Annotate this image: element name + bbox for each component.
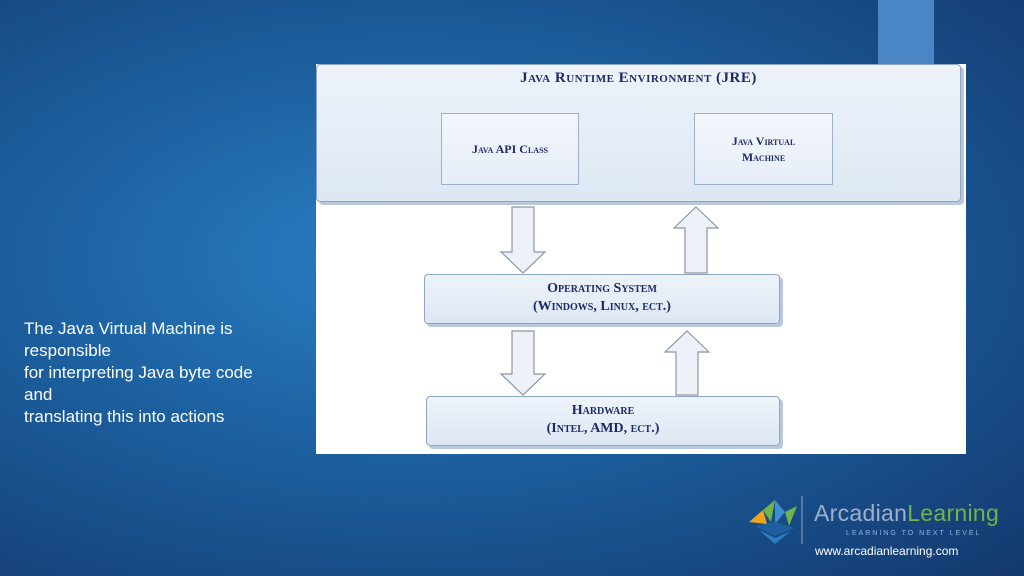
brand-name-part2: Learning — [907, 500, 1000, 526]
up-arrow-icon — [663, 330, 711, 396]
hw-label-line2: (Intel, AMD, ect.) — [546, 421, 660, 436]
os-label-line1: Operating System — [547, 281, 657, 296]
java-api-class-label: Java API Class — [472, 142, 548, 156]
down-arrow-icon — [499, 330, 547, 396]
up-arrow-icon — [672, 206, 720, 274]
jvm-label-line1: Java Virtual — [731, 134, 796, 148]
jre-title: Java Runtime Environment (JRE) — [520, 70, 757, 86]
os-label-line2: (Windows, Linux, ect.) — [533, 299, 671, 314]
jre-diagram: Java Runtime Environment (JRE) Java API … — [316, 64, 966, 454]
brand-name: ArcadianLearning — [814, 500, 999, 527]
jre-box: Java Runtime Environment (JRE) Java API … — [316, 64, 961, 202]
brand-name-part1: Arcadian — [814, 500, 908, 526]
caption-line: and — [24, 385, 53, 404]
hardware-box: Hardware (Intel, AMD, ect.) — [426, 396, 780, 446]
hw-label-line1: Hardware — [571, 403, 635, 418]
caption-line: for interpreting Java byte code — [24, 363, 253, 382]
caption-line: translating this into actions — [24, 407, 225, 426]
caption-line: The Java Virtual Machine is — [24, 319, 233, 338]
down-arrow-icon — [499, 206, 547, 274]
caption-text: The Java Virtual Machine is responsible … — [24, 318, 324, 428]
website-url: www.arcadianlearning.com — [815, 544, 959, 558]
jvm-label-line2: Machine — [741, 150, 786, 164]
caption-line: responsible — [24, 341, 111, 360]
brand-tagline: LEARNING TO NEXT LEVEL — [846, 530, 982, 537]
arcadian-logo-icon — [749, 496, 803, 544]
jvm-box: Java Virtual Machine — [694, 113, 833, 185]
java-api-class-box: Java API Class — [441, 113, 579, 185]
operating-system-box: Operating System (Windows, Linux, ect.) — [424, 274, 780, 324]
